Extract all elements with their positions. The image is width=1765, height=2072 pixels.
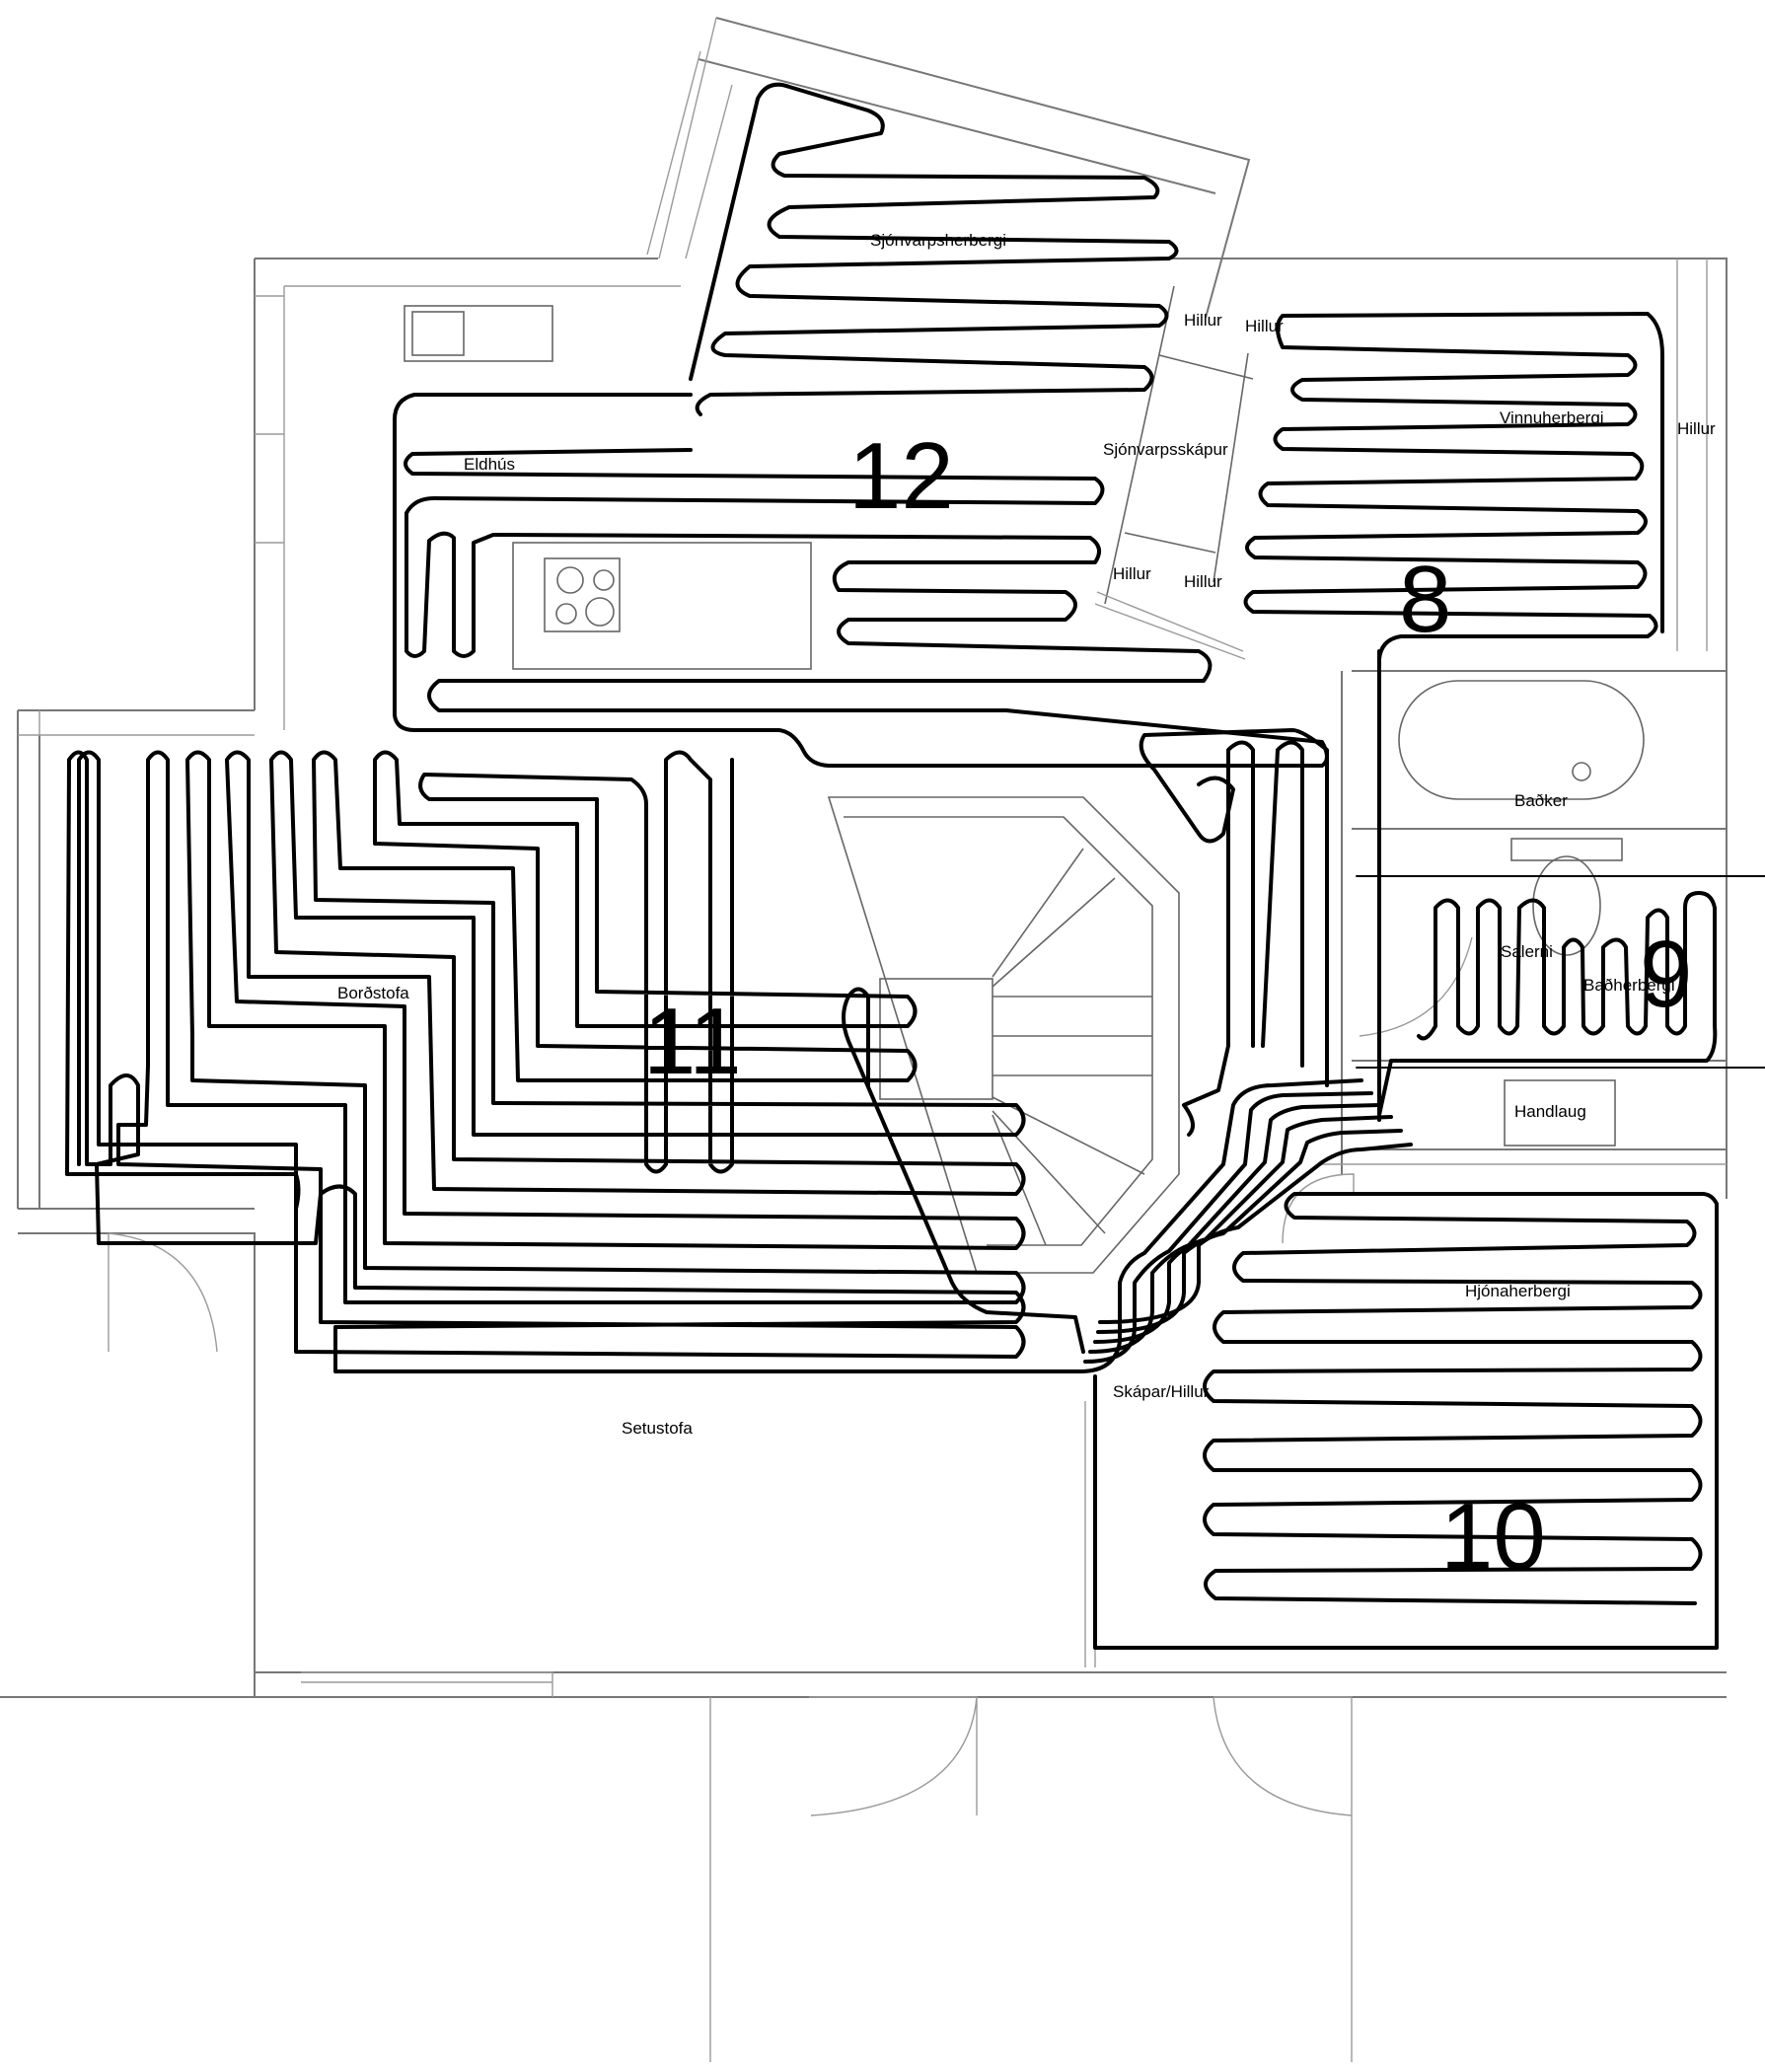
sink-basin-icon (411, 311, 465, 356)
loop-9-pipe (1377, 891, 1718, 1117)
room-label-sjonvarpsskapur: Sjónvarpsskápur (1103, 440, 1228, 459)
burner-icon (585, 597, 615, 627)
bottom-window (301, 1671, 553, 1697)
room-label-hillur-4: Hillur (1113, 564, 1151, 583)
right-room-wall (1676, 259, 1708, 651)
room-label-hillur-2: Hillur (1245, 317, 1284, 335)
room-label-bordstofa: Borðstofa (337, 984, 409, 1002)
kitchen-side-window (255, 295, 284, 544)
loop-number-10: 10 (1440, 1484, 1546, 1590)
room-label-skapar-hillur: Skápar/Hillur (1113, 1382, 1210, 1401)
outer-wall-right-top (1159, 258, 1728, 1199)
bathtub-drain-icon (1572, 762, 1591, 781)
loop-number-8: 8 (1399, 547, 1451, 652)
dining-top-wall (18, 710, 255, 736)
lower-door-right (1213, 1696, 1353, 2062)
handlaug (1504, 1079, 1616, 1147)
toilet (1532, 855, 1601, 956)
room-label-vinnuherbergi: Vinnuherbergi (1500, 408, 1604, 427)
room-labels: Sjónvarpsherbergi Hillur Hillur Sjónvarp… (337, 231, 1716, 1438)
room-label-sjonvarpsherbergi: Sjónvarpsherbergi (870, 231, 1006, 250)
section-line (1356, 875, 1765, 1069)
loop-10-pipe (1093, 1192, 1719, 1650)
heating-loops (65, 82, 1719, 1650)
bathtub (1398, 680, 1645, 800)
burner-icon (593, 569, 615, 591)
inner-wall-kitchen (283, 285, 681, 730)
entry-door (108, 1232, 218, 1353)
loop-11-right-coils (1139, 728, 1329, 1137)
toilet-tank (1510, 838, 1623, 861)
kitchen-island (512, 542, 812, 670)
bottom-wall (255, 1671, 1727, 1698)
room-label-eldhus: Eldhús (464, 455, 515, 474)
room-label-setustofa: Setustofa (622, 1419, 693, 1438)
burner-icon (555, 603, 577, 625)
cooktop-icon (544, 557, 621, 632)
room-label-salerni: Salerni (1501, 942, 1553, 961)
tv-room-window (646, 17, 733, 259)
sink-icon (404, 305, 553, 362)
tv-cabinet-front (1094, 591, 1246, 660)
loop-11-stair-return (842, 987, 1085, 1354)
room-label-handlaug: Handlaug (1514, 1102, 1586, 1121)
loop-numbers: 12 8 9 11 10 (643, 423, 1692, 1590)
loop-12-kitchen-pipe (393, 393, 1329, 768)
tv-cabinet (1104, 285, 1254, 605)
loop-number-9: 9 (1640, 922, 1692, 1027)
tv-room-wall (698, 17, 1251, 319)
room-label-hillur-1: Hillur (1184, 311, 1222, 330)
staircase (827, 796, 1180, 1274)
building-walls (0, 17, 1765, 2062)
loop-number-12: 12 (848, 423, 954, 529)
loop-11-pipe (65, 750, 1082, 1373)
room-label-hillur-3: Hillur (1677, 419, 1716, 438)
loop-supply-bundle (1078, 1078, 1413, 1373)
dining-left-wall (17, 710, 255, 1210)
entry-wall-left (0, 1232, 256, 1698)
room-label-badker: Baðker (1514, 791, 1568, 810)
loop-12-tv-pipe (689, 82, 1179, 416)
room-label-hjonaherbergi: Hjónaherbergi (1465, 1282, 1571, 1300)
bedroom-door-arc (1282, 1173, 1355, 1244)
outer-wall-upper (18, 258, 658, 711)
loop-8-pipe (1243, 312, 1664, 1117)
loop-number-11: 11 (643, 989, 742, 1094)
bathroom-door-arc (1359, 936, 1473, 1037)
room-label-hillur-5: Hillur (1184, 572, 1222, 591)
burner-icon (556, 566, 584, 594)
room-label-badherbergi: Baðherbergi (1583, 976, 1675, 995)
loop-11-pipe-a (77, 750, 1026, 1359)
lower-door-left (709, 1696, 978, 2062)
